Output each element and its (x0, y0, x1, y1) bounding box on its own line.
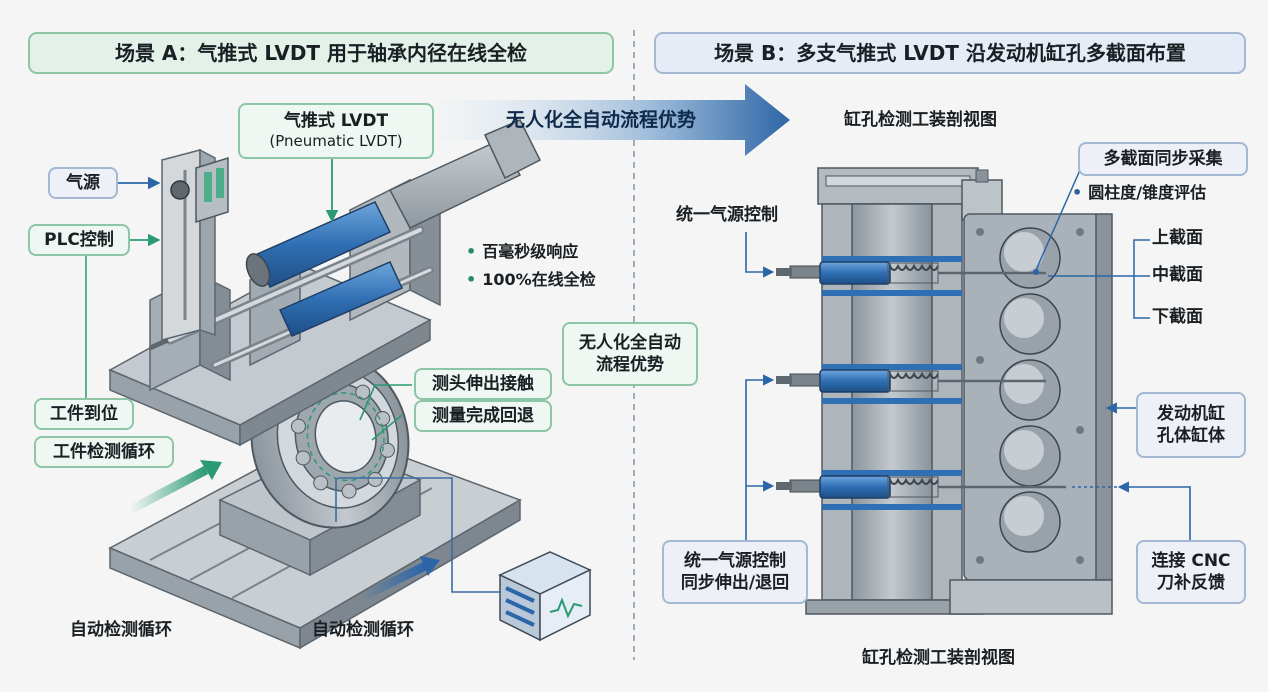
middle-section-label: 中截面 (1152, 265, 1203, 285)
workpiece-motion-arrow (127, 466, 209, 514)
cylindricity-label: 圆柱度/锥度评估 (1072, 183, 1206, 202)
scene-b-header: 场景 B：多支气推式 LVDT 沿发动机缸孔多截面布置 (654, 32, 1246, 74)
unified-air-label: 统一气源控制 (676, 205, 778, 225)
engine-block-icon (949, 213, 1113, 615)
engine-block-label: 发动机缸 (1157, 403, 1225, 424)
upper-section-label: 上截面 (1152, 228, 1203, 248)
probe-signal-line (338, 477, 500, 593)
engine-block-label-2: 孔体缸体 (1157, 426, 1225, 446)
lvdt-label-box: 气推式 LVDT (Pneumatic LVDT) (238, 103, 434, 159)
sync-extend-label: 同步伸出/退回 (680, 573, 790, 593)
auto-cycle-left-label: 自动检测循环 (70, 620, 172, 640)
center-arrow-text: 无人化全自动流程优势 (506, 109, 697, 131)
lvdt-upper (776, 256, 1046, 296)
controller-unit-icon (498, 551, 592, 642)
center-advantage-box: 无人化全自动流程优势 (562, 322, 698, 386)
cnc-feedback-label: 刀补反馈 (1157, 573, 1225, 593)
response-bullet: 百毫秒级响应 (466, 242, 578, 261)
sync-air-label: 统一气源控制 (684, 550, 786, 571)
cnc-box: 连接 CNC 刀补反馈 (1136, 540, 1246, 604)
air-source-label: 气源 (48, 167, 118, 199)
lower-section-label: 下截面 (1152, 307, 1203, 327)
lvdt-fixture (108, 119, 542, 447)
lvdt-lower (776, 470, 1066, 510)
auto-cycle-right-label: 自动检测循环 (312, 620, 414, 640)
lvdt-label: 气推式 LVDT (283, 111, 389, 132)
lvdt-label-en: (Pneumatic LVDT) (269, 132, 403, 151)
inspection-bullet: 100%在线全检 (466, 270, 595, 289)
workpiece-cycle-label: 工件检测循环 (34, 436, 174, 468)
section-title: 缸孔检测工装剖视图 (844, 110, 997, 130)
cnc-link-label: 连接 CNC (1151, 550, 1231, 571)
lvdt-middle (776, 364, 1046, 404)
multi-section-label: 多截面同步采集 (1078, 142, 1248, 176)
air-source-post (161, 148, 229, 341)
scene-a-header: 场景 A：气推式 LVDT 用于轴承内径在线全检 (28, 32, 614, 74)
workpiece-in-place-label: 工件到位 (34, 398, 134, 430)
engine-block-label-box: 发动机缸 孔体缸体 (1136, 392, 1246, 458)
sync-air-box: 统一气源控制 同步伸出/退回 (662, 540, 808, 604)
probe-extend-label: 测头伸出接触 (414, 368, 552, 400)
plc-control-label: PLC控制 (28, 224, 130, 256)
measure-retract-label: 测量完成回退 (414, 400, 552, 432)
bottom-title: 缸孔检测工装剖视图 (862, 648, 1015, 668)
auto-cycle-arrow (358, 561, 427, 603)
